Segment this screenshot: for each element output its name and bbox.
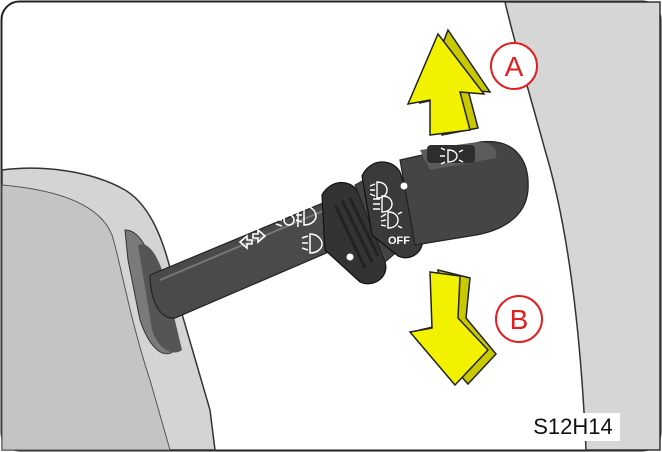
arrow-down-face [408,271,490,387]
fog-ring-grip [333,197,380,269]
figure-code: S12H14 [526,413,620,441]
passing-flash-window [427,145,475,163]
headlight-position-dot [400,182,408,190]
parking-light-icon [369,181,388,199]
arrow-up-face [406,32,486,136]
arrow-up [406,28,492,136]
fog-position-dot [346,253,354,261]
callout-a-label: A [505,51,524,82]
low-beam-icon [373,195,393,213]
fog-light-combined-icon [301,233,323,254]
callout-b-circle [495,295,543,343]
arrow-down [408,269,497,387]
fog-off-label: OFF [312,263,334,275]
rear-fog-light-icon [275,213,295,227]
callout-b-label: B [510,304,529,335]
high-beam-icon [380,211,403,229]
passing-flash-icon [440,147,464,165]
stalk-arm-highlight [159,207,331,281]
turn-signal-arrows-icon [238,228,267,250]
front-fog-light-icon [295,205,317,227]
headlight-off-label: OFF [388,235,410,247]
stalk-arm [149,199,346,319]
column-inner-face [1,184,171,451]
callout-a-circle [490,42,538,90]
